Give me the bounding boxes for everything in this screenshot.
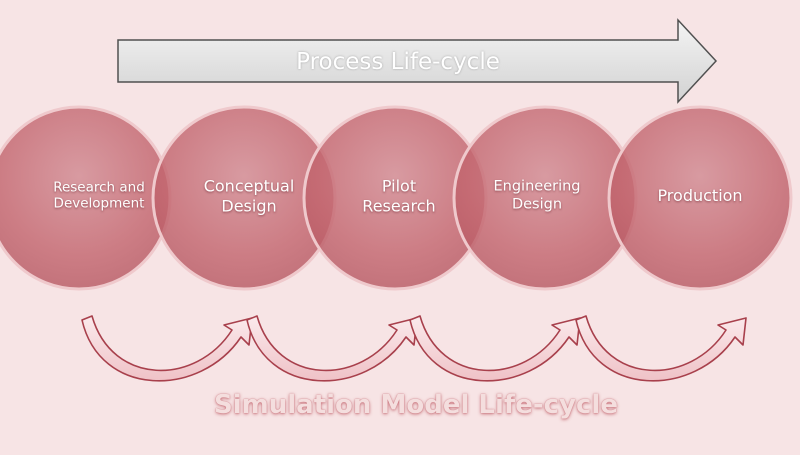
curved-arrow-3: [409, 315, 581, 382]
stage-circles: [0, 105, 793, 291]
stage-label-pilot-research: Pilot Research: [362, 176, 436, 215]
curved-arrow-1: [81, 315, 253, 382]
stage-label-conceptual-design: Conceptual Design: [203, 176, 295, 215]
process-lifecycle-label: Process Life-cycle: [296, 49, 500, 75]
curved-arrow-4: [575, 315, 747, 382]
simulation-curved-arrows: [81, 315, 747, 382]
stage-label-production: Production: [657, 186, 743, 206]
curved-arrow-2: [246, 315, 418, 382]
simulation-lifecycle-label: Simulation Model Life-cycle: [214, 390, 618, 420]
process-lifecycle-arrow: [117, 18, 718, 104]
stage-circle-production: [607, 105, 793, 291]
stage-label-engineering-design: Engineering Design: [493, 178, 581, 212]
stage-label-research-and-development: Research and Development: [53, 179, 145, 212]
